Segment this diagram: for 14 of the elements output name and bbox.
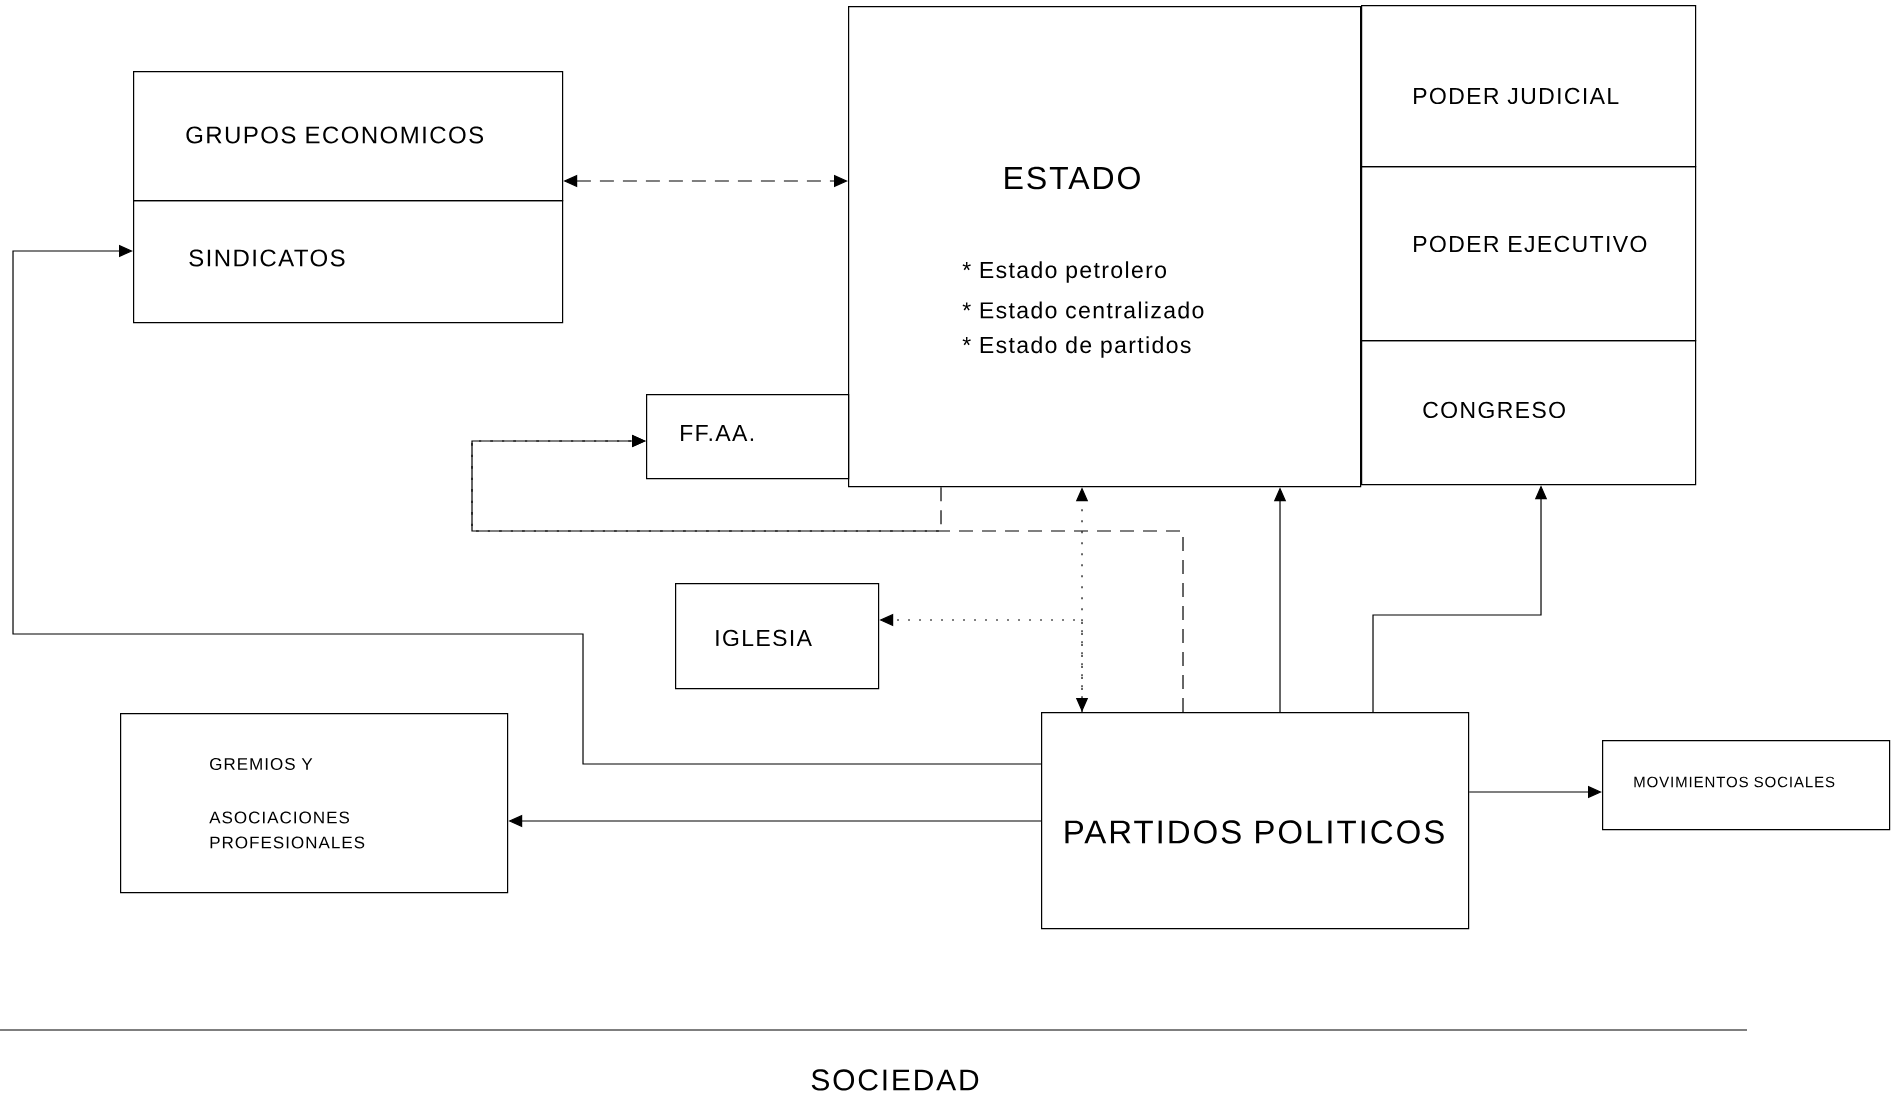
party-box: PARTIDOS POLITICOS <box>1041 712 1470 930</box>
branch-box: PODER EJECUTIVO <box>1361 166 1697 342</box>
section-label: SOCIEDAD <box>811 1069 979 1091</box>
branch-box: CONGRESO <box>1361 339 1697 486</box>
process-box: IGLESIA <box>675 583 880 690</box>
group-box: GRUPOS ECONOMICOS <box>133 71 564 202</box>
arrow <box>12 244 1042 765</box>
branch-box: PODER JUDICIAL <box>1361 5 1697 168</box>
process-box: MOVIMIENTOS SOCIALES <box>1602 740 1891 831</box>
group-box: SINDICATOS <box>133 200 564 324</box>
arrow <box>471 434 942 532</box>
state-box: ESTADO * Estado petrolero * Estado centralizado * Estado de partidos <box>848 6 1362 488</box>
process-box: GREMIOS Y ASOCIACIONES PROFESIONALES <box>120 713 509 894</box>
process-box: FF.AA. <box>646 393 850 480</box>
